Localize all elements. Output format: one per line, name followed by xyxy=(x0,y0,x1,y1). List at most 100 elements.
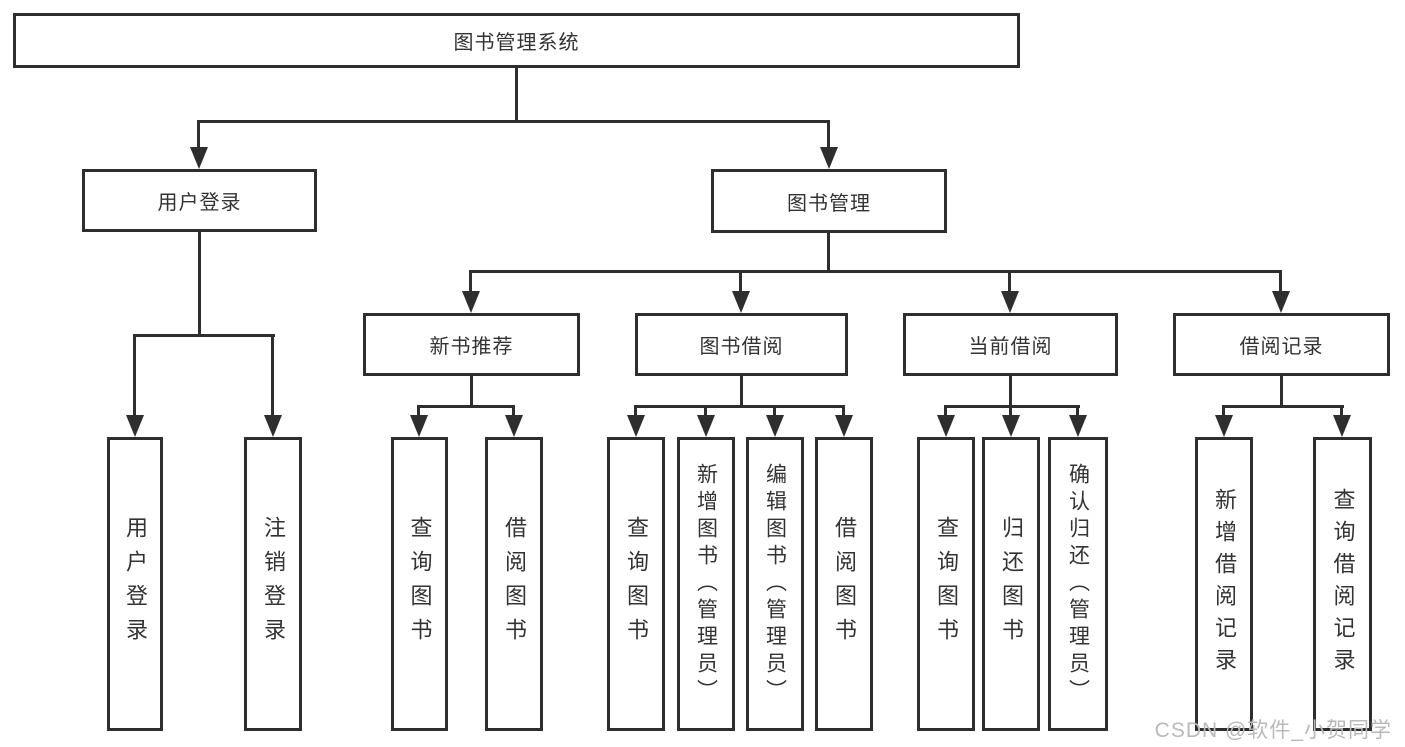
arrow-stem xyxy=(773,405,776,419)
arrow-to-user-login xyxy=(190,120,208,169)
leaf-borrow-books-2: 借阅图书 xyxy=(815,437,873,731)
arrow-to-book-mgmt xyxy=(820,120,838,169)
arrow-stem xyxy=(512,405,515,419)
arrow-leaf xyxy=(1002,405,1020,437)
arrow-to-borrowing xyxy=(732,270,750,313)
arrow-leaf xyxy=(835,405,853,437)
arrow-stem xyxy=(1222,405,1225,419)
arrowhead-down-icon xyxy=(1002,415,1020,437)
arrow-to-leaf-logout xyxy=(264,334,282,437)
arrowhead-down-icon xyxy=(1215,415,1233,437)
arrow-stem xyxy=(739,270,742,295)
arrow-leaf xyxy=(505,405,523,437)
arrow-stem xyxy=(1279,270,1282,295)
leaf-label: 编辑图书（管理员） xyxy=(763,462,787,706)
node-current-borrow: 当前借阅 xyxy=(903,313,1118,376)
arrow-leaf xyxy=(697,405,715,437)
leaf-add-books-admin: 新增图书（管理员） xyxy=(677,437,735,731)
arrow-leaf xyxy=(1333,405,1351,437)
leaf-label: 确认归还（管理员） xyxy=(1066,462,1090,706)
arrowhead-down-icon xyxy=(820,147,838,169)
arrowhead-down-icon xyxy=(627,415,645,437)
arrow-stem xyxy=(417,405,420,419)
node-borrowing: 图书借阅 xyxy=(635,313,848,376)
node-borrowing-label: 图书借阅 xyxy=(699,336,784,358)
arrow-to-current xyxy=(1001,270,1019,313)
leaf-add-borrow-record: 新增借阅记录 xyxy=(1195,437,1253,731)
arrow-to-records xyxy=(1272,270,1290,313)
connector-borrowing-span xyxy=(635,405,845,408)
arrow-leaf xyxy=(1215,405,1233,437)
arrow-stem xyxy=(944,405,947,419)
leaf-return-books: 归还图书 xyxy=(982,437,1040,731)
connector-root-trunk xyxy=(515,68,518,120)
arrow-stem xyxy=(827,120,830,151)
node-new-books: 新书推荐 xyxy=(363,313,580,376)
connector-user-span xyxy=(133,334,275,337)
leaf-label: 查询图书 xyxy=(624,516,649,652)
node-book-mgmt-label: 图书管理 xyxy=(787,192,871,215)
arrowhead-down-icon xyxy=(1069,415,1087,437)
leaf-query-books-2: 查询图书 xyxy=(607,437,665,731)
arrowhead-down-icon xyxy=(505,415,523,437)
node-user-login: 用户登录 xyxy=(82,169,317,232)
connector-records-span xyxy=(1222,405,1344,408)
arrowhead-down-icon xyxy=(1272,291,1290,313)
leaf-borrow-books-1: 借阅图书 xyxy=(485,437,543,731)
arrowhead-down-icon xyxy=(190,147,208,169)
arrowhead-down-icon xyxy=(732,291,750,313)
leaf-label: 新增图书（管理员） xyxy=(694,462,718,706)
arrow-leaf xyxy=(1069,405,1087,437)
leaf-user-login: 用户登录 xyxy=(107,437,163,731)
arrowhead-down-icon xyxy=(697,415,715,437)
leaf-label: 注销登录 xyxy=(261,516,286,652)
leaf-confirm-return-admin: 确认归还（管理员） xyxy=(1048,437,1108,731)
connector-newbooks-span xyxy=(418,405,515,408)
leaf-label: 新增借阅记录 xyxy=(1212,488,1237,680)
leaf-label: 查询图书 xyxy=(407,516,433,652)
arrow-stem xyxy=(469,270,472,295)
node-current-borrow-label: 当前借阅 xyxy=(968,336,1053,358)
arrow-leaf xyxy=(766,405,784,437)
arrow-stem xyxy=(133,334,136,419)
arrow-leaf xyxy=(937,405,955,437)
arrow-leaf xyxy=(627,405,645,437)
connector-current-span xyxy=(944,405,1080,408)
node-root-label: 图书管理系统 xyxy=(453,32,580,54)
node-user-login-label: 用户登录 xyxy=(157,192,242,214)
node-new-books-label: 新书推荐 xyxy=(429,336,514,358)
connector-records-trunk xyxy=(1280,376,1283,405)
connector-current-trunk xyxy=(1009,376,1012,405)
leaf-query-books-1: 查询图书 xyxy=(391,437,448,731)
arrow-stem xyxy=(842,405,845,419)
arrowhead-down-icon xyxy=(410,415,428,437)
arrow-stem xyxy=(1008,270,1011,295)
connector-level2-span xyxy=(198,120,830,123)
arrow-stem xyxy=(1009,405,1012,419)
arrow-to-new-books xyxy=(462,270,480,313)
leaf-label: 借阅图书 xyxy=(832,516,857,652)
leaf-label: 查询借阅记录 xyxy=(1330,488,1356,680)
arrow-to-leaf-login xyxy=(126,334,144,437)
arrow-stem xyxy=(1340,405,1343,419)
connector-mgmt-trunk xyxy=(827,233,830,270)
arrow-stem xyxy=(704,405,707,419)
connector-borrowing-trunk xyxy=(740,376,743,405)
leaf-query-books-3: 查询图书 xyxy=(917,437,975,731)
arrow-stem xyxy=(1076,405,1079,419)
leaf-logout: 注销登录 xyxy=(244,437,302,731)
leaf-label: 借阅图书 xyxy=(502,516,527,652)
arrow-stem xyxy=(634,405,637,419)
arrowhead-down-icon xyxy=(835,415,853,437)
arrowhead-down-icon xyxy=(1333,415,1351,437)
leaf-label: 查询图书 xyxy=(934,516,959,652)
leaf-query-borrow-record: 查询借阅记录 xyxy=(1313,437,1372,731)
connector-level3-span xyxy=(470,270,1282,273)
arrow-stem xyxy=(271,334,274,419)
node-root: 图书管理系统 xyxy=(13,13,1020,68)
arrowhead-down-icon xyxy=(1001,291,1019,313)
node-borrow-records: 借阅记录 xyxy=(1173,313,1390,376)
leaf-label: 用户登录 xyxy=(123,516,148,652)
arrow-leaf xyxy=(410,405,428,437)
